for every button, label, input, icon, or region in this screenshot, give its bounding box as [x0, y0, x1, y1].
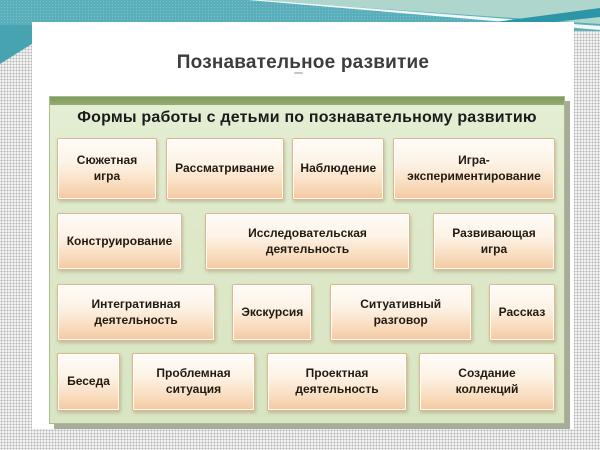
cards-row-1: Сюжетная игра Рассматривание Наблюдение … — [57, 138, 555, 200]
smudge-mark — [294, 72, 303, 74]
card-research-activity: Исследовательская деятельность — [205, 213, 410, 270]
card-construction: Конструирование — [57, 213, 182, 270]
card-situational-talk: Ситуативный разговор — [329, 284, 472, 341]
card-project-activity: Проектная деятельность — [267, 353, 407, 411]
card-integrative-activity: Интегративная деятельность — [57, 284, 215, 341]
card-storytelling: Рассказ — [488, 284, 555, 341]
cards-row-3: Интегративная деятельность Экскурсия Сит… — [57, 284, 555, 341]
cards-row-4: Беседа Проблемная ситуация Проектная дея… — [57, 353, 555, 411]
card-developmental-game: Развивающая игра — [433, 213, 555, 270]
card-conversation: Беседа — [57, 353, 120, 411]
panel-top-strip — [50, 97, 564, 105]
cards-row-2: Конструирование Исследовательская деятел… — [57, 213, 555, 270]
forms-panel: Формы работы с детьми по познавательному… — [49, 96, 565, 424]
card-problem-situation: Проблемная ситуация — [132, 353, 255, 411]
card-story-game: Сюжетная игра — [57, 138, 157, 200]
slide: Познавательное развитие Формы работы с д… — [32, 22, 574, 429]
card-collection-creation: Создание коллекций — [419, 353, 555, 411]
card-examining: Рассматривание — [165, 138, 284, 200]
card-observation: Наблюдение — [292, 138, 385, 200]
panel-header: Формы работы с детьми по познавательному… — [77, 109, 537, 126]
slide-title: Познавательное развитие — [176, 52, 430, 73]
card-excursion: Экскурсия — [232, 284, 313, 341]
card-game-experimentation: Игра- экспериментирование — [392, 138, 555, 200]
